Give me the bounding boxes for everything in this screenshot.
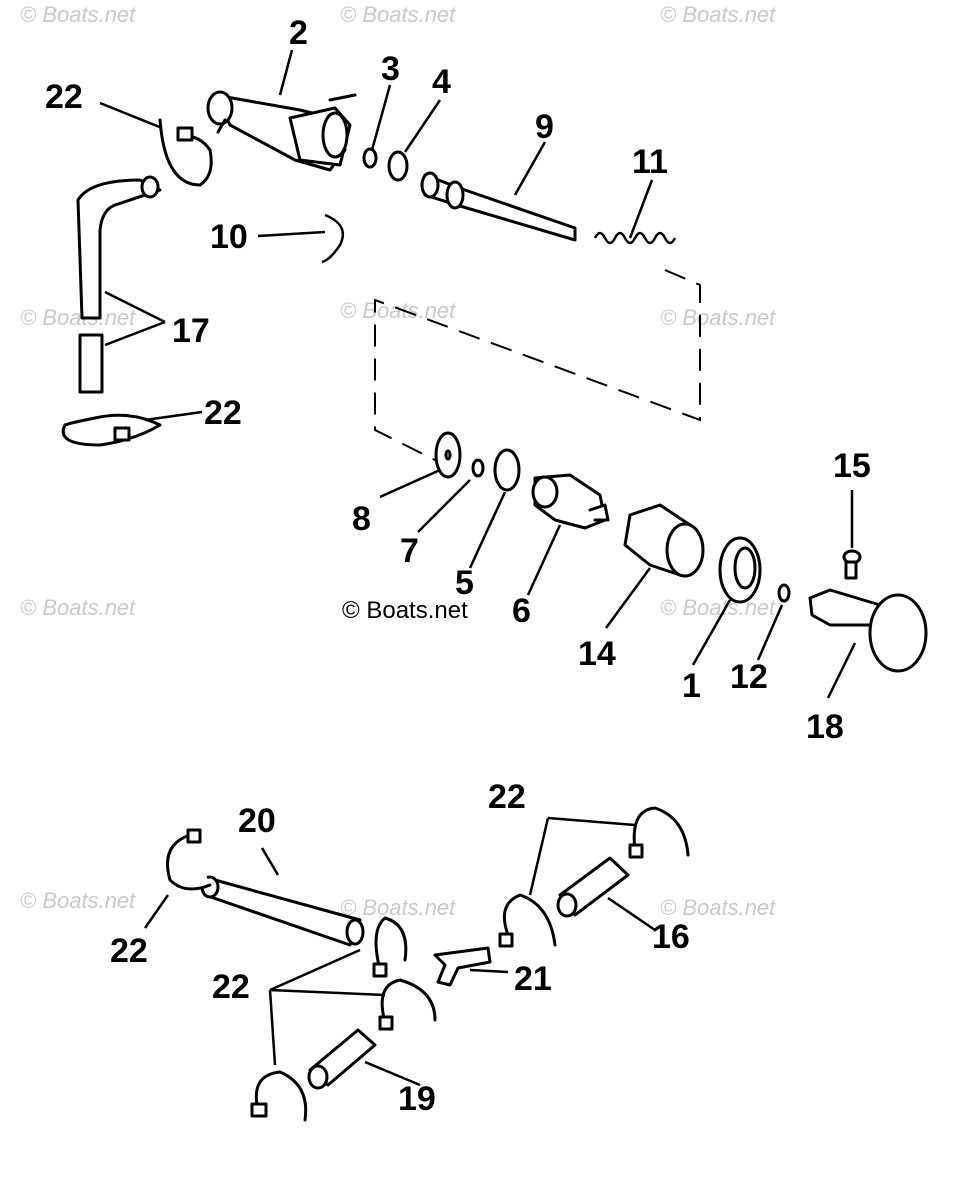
watermark: © Boats.net bbox=[660, 305, 776, 330]
o-ring-3 bbox=[362, 147, 378, 169]
callout-1: 1 bbox=[682, 667, 701, 705]
screw-15 bbox=[842, 549, 862, 580]
copyright-notice: © Boats.net bbox=[342, 597, 468, 624]
callout-12: 12 bbox=[730, 658, 768, 696]
callout-9: 9 bbox=[535, 108, 554, 146]
watermark: © Boats.net bbox=[340, 895, 456, 920]
clamp-lower-3 bbox=[378, 978, 437, 1031]
o-ring-7 bbox=[471, 458, 485, 478]
watermark: © Boats.net bbox=[20, 2, 136, 27]
hose-19 bbox=[307, 1028, 377, 1090]
callout-21: 21 bbox=[514, 960, 552, 998]
callout-22: 22 bbox=[488, 778, 526, 816]
hose-20 bbox=[200, 875, 365, 947]
watermark: © Boats.net bbox=[340, 2, 456, 27]
assembly-outline bbox=[374, 269, 701, 466]
leader-lines bbox=[99, 49, 857, 1087]
hose-16 bbox=[556, 856, 630, 918]
t-fitting-21 bbox=[433, 946, 492, 987]
clamp-lower-1 bbox=[166, 828, 212, 891]
callout-20: 20 bbox=[238, 802, 276, 840]
valve-6 bbox=[531, 473, 610, 530]
callout-3: 3 bbox=[381, 50, 400, 88]
retainer-1 bbox=[718, 536, 762, 604]
hose-17 bbox=[76, 175, 162, 394]
knob-18 bbox=[808, 588, 928, 673]
callout-5: 5 bbox=[455, 564, 474, 602]
clamp-lower-5 bbox=[498, 893, 557, 948]
clamp-lower-4 bbox=[250, 1070, 308, 1122]
watermark: © Boats.net bbox=[20, 595, 136, 620]
clamp-upper-left bbox=[158, 118, 213, 187]
o-ring-4 bbox=[387, 150, 409, 182]
retaining-clip bbox=[321, 213, 345, 264]
callout-4: 4 bbox=[432, 63, 451, 101]
callout-18: 18 bbox=[806, 708, 844, 746]
washer-8-hole bbox=[444, 449, 452, 461]
nut-14 bbox=[623, 503, 705, 578]
callout-11: 11 bbox=[632, 143, 668, 181]
callout-14: 14 bbox=[578, 635, 616, 673]
callout-16: 16 bbox=[652, 918, 690, 956]
callout-22: 22 bbox=[45, 78, 83, 116]
clamp-lower-2 bbox=[372, 916, 408, 978]
o-ring-5 bbox=[493, 448, 521, 492]
callout-6: 6 bbox=[512, 592, 531, 630]
callout-8: 8 bbox=[352, 500, 371, 538]
watermark: © Boats.net bbox=[660, 2, 776, 27]
callouts: 2 3 4 9 11 22 10 17 22 8 7 5 6 14 1 12 1… bbox=[45, 14, 871, 1118]
spring bbox=[593, 231, 677, 245]
callout-15: 15 bbox=[833, 447, 871, 485]
o-ring-12 bbox=[777, 583, 791, 603]
watermark: © Boats.net bbox=[660, 895, 776, 920]
callout-22: 22 bbox=[212, 968, 250, 1006]
callout-22: 22 bbox=[204, 394, 242, 432]
clamp-lower-left bbox=[61, 413, 162, 447]
callout-2: 2 bbox=[289, 14, 308, 52]
watermark: © Boats.net bbox=[340, 298, 456, 323]
watermark: © Boats.net bbox=[660, 595, 776, 620]
watermarks: © Boats.net © Boats.net © Boats.net © Bo… bbox=[20, 2, 776, 920]
callout-7: 7 bbox=[400, 532, 419, 570]
clamp-lower-6 bbox=[628, 806, 690, 859]
callout-10: 10 bbox=[210, 218, 248, 256]
plunger bbox=[420, 171, 577, 242]
callout-17: 17 bbox=[172, 312, 210, 350]
watermark: © Boats.net bbox=[20, 888, 136, 913]
watermark: © Boats.net bbox=[20, 305, 136, 330]
callout-22: 22 bbox=[110, 932, 148, 970]
callout-19: 19 bbox=[398, 1080, 436, 1118]
primer-body bbox=[206, 90, 357, 172]
